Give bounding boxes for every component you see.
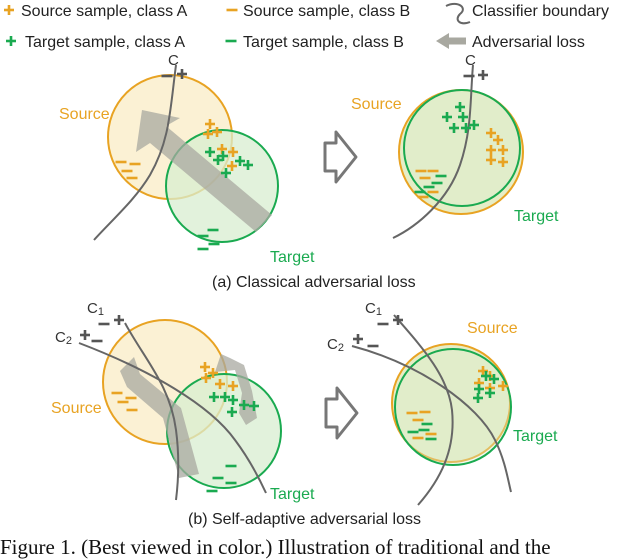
boundary-plus-side-icon bbox=[478, 70, 488, 80]
classifier-boundary-c1 bbox=[393, 314, 454, 506]
legend-source-class-b-label: Source sample, class B bbox=[243, 3, 410, 20]
target-label: Target bbox=[270, 249, 315, 266]
c1-minus-side-icon bbox=[377, 322, 389, 326]
panel-b-caption: (b) Self-adaptive adversarial loss bbox=[188, 511, 421, 528]
adversarial-loss-arrow bbox=[136, 110, 272, 232]
legend-target-class-a-label: Target sample, class A bbox=[25, 34, 185, 51]
legend-source-class-a-label: Source sample, class A bbox=[21, 3, 188, 20]
c2-minus-side-icon bbox=[91, 339, 103, 343]
legend-adversarial-loss-icon bbox=[436, 33, 466, 49]
panel-a-before: C Source Target bbox=[59, 52, 315, 266]
c1-minus-side-icon bbox=[98, 322, 110, 326]
legend-classifier-boundary-icon bbox=[445, 2, 471, 25]
c2-minus-side-icon bbox=[367, 344, 379, 348]
c2-plus-side-icon bbox=[353, 334, 363, 344]
target-label: Target bbox=[513, 428, 558, 445]
classifier-label-c1: C1 bbox=[365, 300, 382, 318]
target-domain-circle bbox=[403, 89, 521, 207]
panel-b-after: C1 C2 Source Target bbox=[327, 300, 558, 506]
classifier-label-c2: C2 bbox=[55, 329, 72, 347]
legend: Source sample, class A Source sample, cl… bbox=[4, 2, 609, 51]
adversarial-loss-arrow-target bbox=[215, 354, 257, 425]
classifier-label-c: C bbox=[465, 52, 476, 69]
transition-arrow-icon-b bbox=[324, 386, 359, 440]
source-label: Source bbox=[51, 400, 102, 417]
classifier-boundary-c bbox=[93, 64, 177, 241]
boundary-minus-side-icon bbox=[463, 74, 475, 78]
classifier-boundary-c2 bbox=[78, 342, 267, 494]
figure-caption: Figure 1. (Best viewed in color.) Illust… bbox=[0, 535, 551, 559]
source-label: Source bbox=[467, 320, 518, 337]
target-label: Target bbox=[270, 486, 315, 503]
source-label: Source bbox=[351, 96, 402, 113]
classifier-boundary-c bbox=[392, 64, 474, 239]
classifier-label-c1: C1 bbox=[87, 300, 104, 318]
boundary-minus-side-icon bbox=[161, 74, 173, 78]
panel-a-after: C Source Target bbox=[351, 52, 559, 239]
legend-adversarial-loss-label: Adversarial loss bbox=[472, 34, 585, 51]
legend-classifier-boundary-label: Classifier boundary bbox=[472, 3, 609, 20]
target-label: Target bbox=[514, 208, 559, 225]
classifier-boundary-c2 bbox=[351, 345, 512, 493]
source-label: Source bbox=[59, 106, 110, 123]
adversarial-loss-arrow-source bbox=[120, 357, 199, 478]
target-domain-circle bbox=[394, 348, 512, 466]
panel-b-before: C1 C2 Source Target bbox=[51, 300, 315, 503]
legend-source-class-a-icon bbox=[4, 5, 14, 15]
classifier-boundary-c1 bbox=[124, 322, 180, 501]
legend-target-class-b-icon bbox=[225, 39, 237, 43]
panel-a-caption: (a) Classical adversarial loss bbox=[212, 274, 416, 291]
c2-plus-side-icon bbox=[80, 330, 90, 340]
transition-arrow-icon-a bbox=[323, 130, 358, 184]
classifier-label-c: C bbox=[168, 52, 179, 69]
legend-target-class-b-label: Target sample, class B bbox=[243, 34, 404, 51]
legend-source-class-b-icon bbox=[226, 8, 238, 12]
classifier-label-c2: C2 bbox=[327, 336, 344, 354]
c1-plus-side-icon bbox=[114, 315, 124, 325]
legend-target-class-a-icon bbox=[6, 36, 16, 46]
